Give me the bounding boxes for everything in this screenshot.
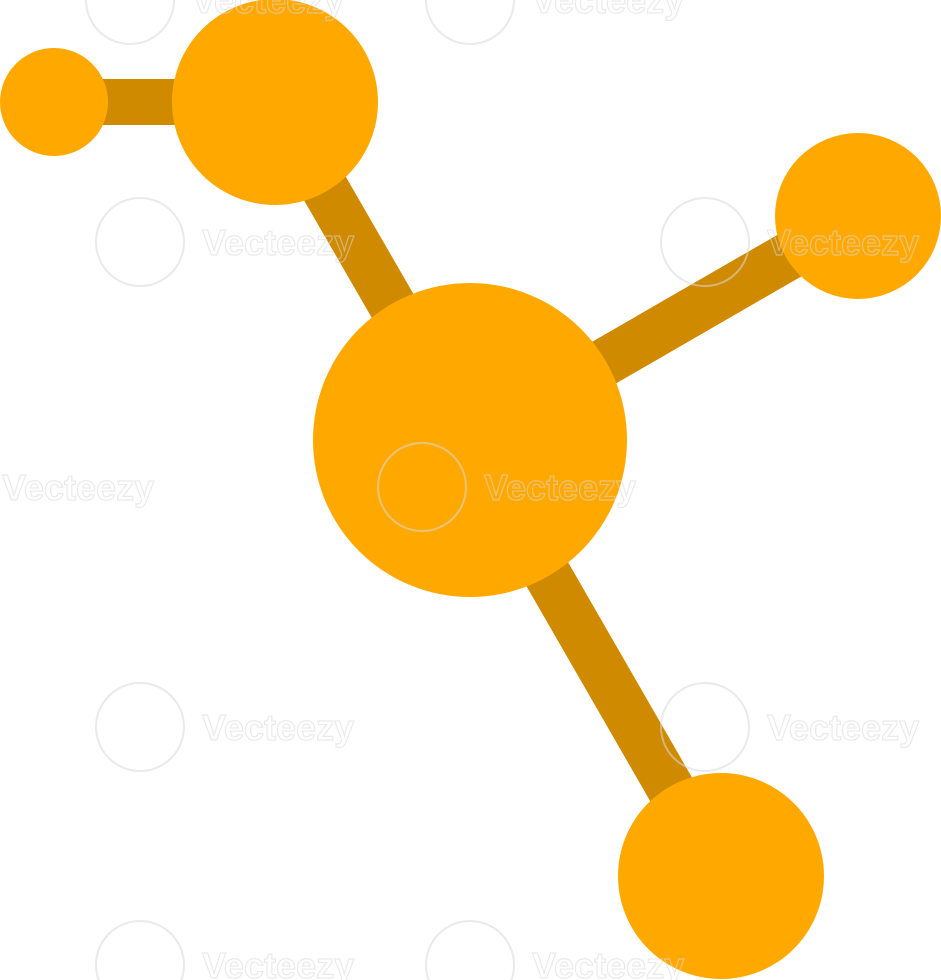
watermark-text: Vecteezy <box>202 222 354 263</box>
watermark-text: Vecteezy <box>532 945 684 980</box>
watermark-text: Vecteezy <box>767 222 919 263</box>
watermark-tile: Vecteezy <box>85 0 345 45</box>
watermark-tile: Vecteezy <box>95 197 355 287</box>
watermark-text: Vecteezy <box>2 467 154 508</box>
watermark-text: Vecteezy <box>202 707 354 748</box>
vecteezy-logo-icon <box>377 442 467 532</box>
watermark-tile: Vecteezy <box>660 682 920 772</box>
vecteezy-logo-icon <box>95 920 185 980</box>
vecteezy-logo-icon <box>660 682 750 772</box>
watermark-text: Vecteezy <box>192 0 344 21</box>
vecteezy-logo-icon <box>425 0 515 45</box>
watermark-tile: Vecteezy <box>377 442 637 532</box>
vecteezy-logo-icon <box>660 197 750 287</box>
atom-small <box>0 48 108 156</box>
watermark-tile: Vecteezy <box>425 0 685 45</box>
watermark-tile: Vecteezy <box>95 682 355 772</box>
watermark-text: Vecteezy <box>532 0 684 21</box>
watermark-tile: Vecteezy <box>1 466 154 508</box>
watermark-text: Vecteezy <box>484 467 636 508</box>
watermark-text: Vecteezy <box>767 707 919 748</box>
vecteezy-logo-icon <box>95 197 185 287</box>
atom-center <box>313 283 627 597</box>
vecteezy-logo-icon <box>425 920 515 980</box>
watermark-tile: Vecteezy <box>425 920 685 980</box>
vecteezy-logo-icon <box>85 0 175 45</box>
atom-bottom <box>618 773 824 979</box>
watermark-tile: Vecteezy <box>95 920 355 980</box>
watermark-tile: Vecteezy <box>660 197 920 287</box>
vecteezy-logo-icon <box>95 682 185 772</box>
watermark-text: Vecteezy <box>202 945 354 980</box>
atom-right <box>775 133 941 299</box>
atom-upper <box>172 0 378 205</box>
